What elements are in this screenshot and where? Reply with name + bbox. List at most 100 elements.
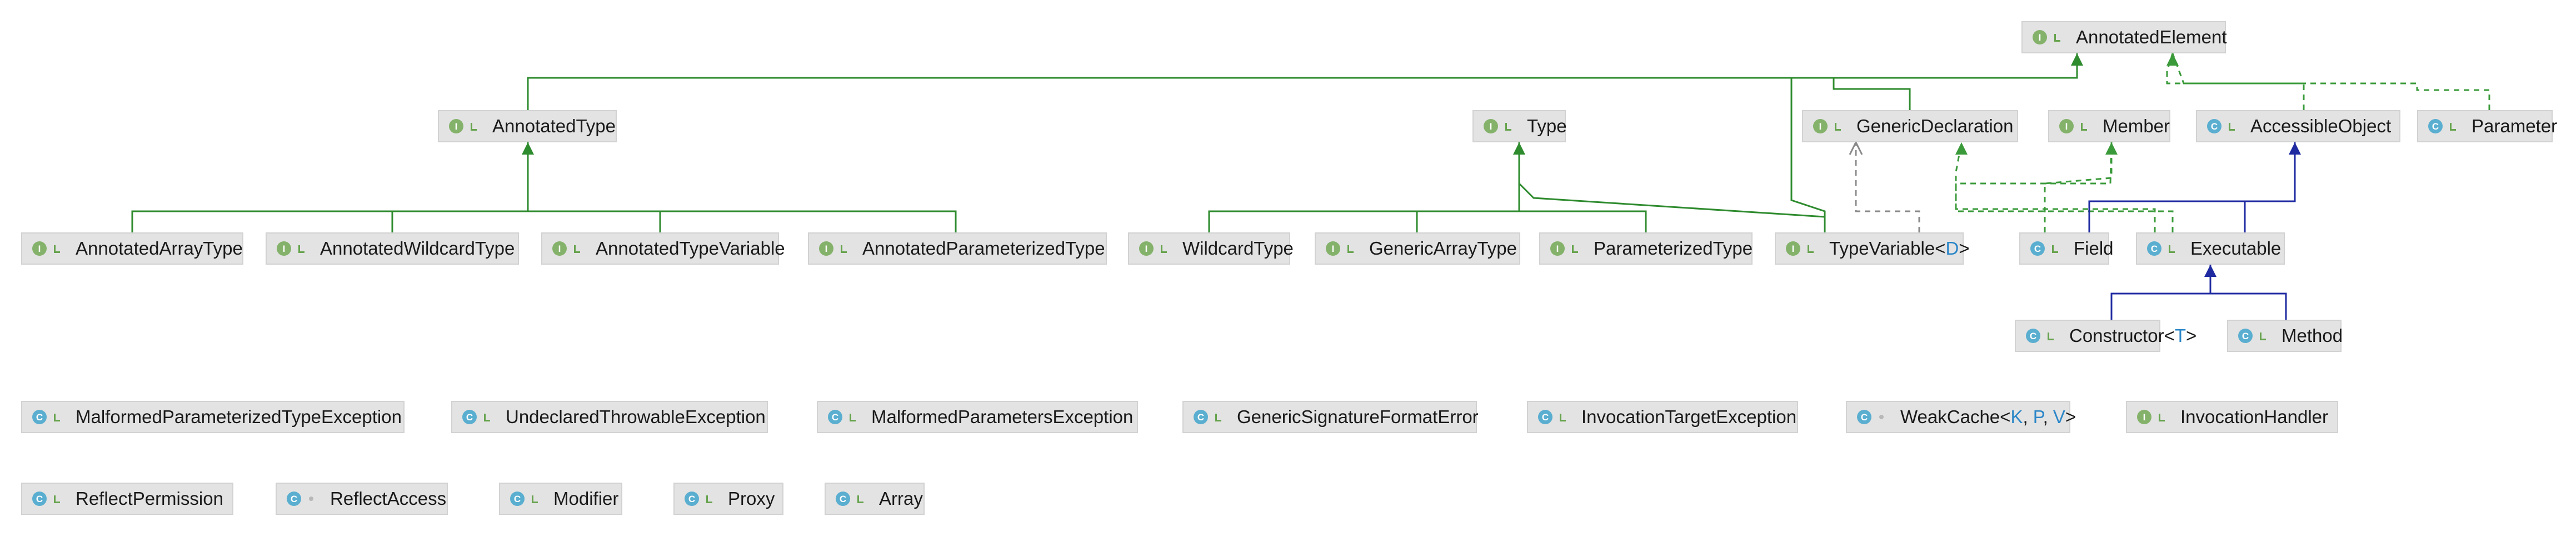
node-malformed-parameterized-type-exception[interactable]: C MalformedParameterizedTypeException — [21, 401, 405, 433]
class-icon: C — [32, 492, 47, 506]
node-label: ParameterizedType — [1594, 238, 1753, 259]
node-label: Proxy — [728, 488, 775, 509]
node-label: Executable — [2190, 238, 2282, 259]
node-parameterized-type[interactable]: I ParameterizedType — [1539, 232, 1753, 265]
arrowhead-19 — [2204, 265, 2216, 277]
interface-icon: I — [1786, 241, 1800, 256]
node-label: ReflectAccess — [330, 488, 447, 509]
public-visibility-icon — [1570, 244, 1579, 254]
package-visibility-icon — [307, 494, 316, 504]
type-params: <T> — [2164, 325, 2197, 346]
public-visibility-icon — [2053, 32, 2061, 42]
class-icon: C — [287, 492, 301, 506]
node-label: UndeclaredThrowableException — [506, 406, 766, 427]
interface-icon: I — [1550, 241, 1565, 256]
interface-icon: I — [1326, 241, 1340, 256]
interface-icon: I — [449, 119, 463, 133]
arrowhead-13 — [1849, 140, 1863, 155]
class-icon: C — [32, 410, 47, 424]
public-visibility-icon — [52, 412, 61, 422]
edge-3 — [2166, 53, 2305, 110]
class-icon: C — [828, 410, 842, 424]
edge-15 — [1955, 142, 2174, 232]
public-visibility-icon — [2227, 121, 2236, 131]
class-icon: C — [685, 492, 699, 506]
type-param: P — [2033, 406, 2043, 427]
type-param: K — [2010, 406, 2023, 427]
public-visibility-icon — [482, 412, 491, 422]
public-visibility-icon — [839, 244, 848, 254]
node-label: AnnotatedArrayType — [76, 238, 243, 259]
public-visibility-icon — [856, 494, 865, 504]
edge-6 — [391, 210, 528, 232]
edge-8 — [528, 210, 957, 232]
node-label: Member — [2103, 116, 2170, 136]
interface-icon: I — [552, 241, 567, 256]
node-label: AccessibleObject — [2250, 116, 2392, 136]
class-icon: C — [2207, 119, 2221, 133]
edge-17 — [2088, 142, 2296, 232]
class-icon: C — [1194, 410, 1208, 424]
node-label: Modifier — [553, 488, 619, 509]
class-icon: C — [2030, 241, 2045, 256]
edge-2 — [1833, 77, 2077, 110]
interface-icon: I — [1813, 119, 1828, 133]
edge-4 — [2171, 53, 2490, 110]
arrowhead-17 — [2289, 142, 2301, 155]
edge-5 — [131, 142, 529, 232]
edge-10 — [1416, 210, 1519, 232]
node-accessible-object[interactable]: C AccessibleObject — [2196, 110, 2400, 142]
edge-0 — [527, 53, 2078, 110]
type-param: T — [2174, 325, 2186, 346]
edge-13 — [1855, 142, 1920, 232]
public-visibility-icon — [572, 244, 581, 254]
node-label: MalformedParameterizedTypeException — [76, 406, 402, 427]
node-label: InvocationTargetException — [1581, 406, 1797, 427]
node-label: Method — [2282, 325, 2343, 346]
type-param: D — [1945, 238, 1959, 259]
node-label: AnnotatedType — [492, 116, 616, 136]
node-annotated-type[interactable]: I AnnotatedType — [438, 110, 617, 142]
edge-1 — [1790, 53, 2078, 232]
node-reflect-access[interactable]: C ReflectAccess — [276, 483, 448, 515]
class-icon: C — [1538, 410, 1552, 424]
interface-icon: I — [2033, 30, 2047, 44]
interface-icon: I — [819, 241, 833, 256]
node-label: ReflectPermission — [76, 488, 223, 509]
public-visibility-icon — [1504, 121, 1512, 131]
edge-12 — [1518, 142, 1826, 232]
node-label: WildcardType — [1182, 238, 1294, 259]
node-invocation-target-exception[interactable]: C InvocationTargetException — [1527, 401, 1798, 433]
interface-icon: I — [1484, 119, 1498, 133]
node-reflect-permission[interactable]: C ReflectPermission — [21, 483, 233, 515]
node-proxy[interactable]: C Proxy — [673, 483, 783, 515]
edge-7 — [528, 210, 661, 232]
type-params: <K, P, V> — [2000, 406, 2076, 427]
edge-14 — [2044, 142, 2113, 232]
